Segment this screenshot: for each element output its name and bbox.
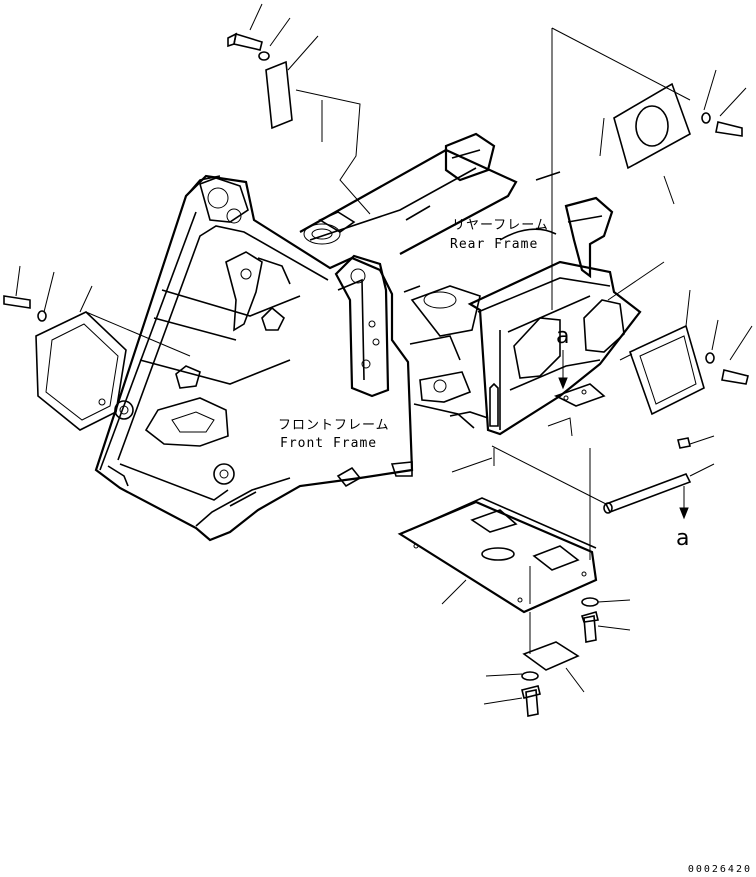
washer-icon <box>37 310 47 322</box>
front-frame-label-jp: フロントフレーム <box>278 418 390 433</box>
cover-plate-icon <box>265 60 293 130</box>
bolt-icon <box>525 689 539 717</box>
gasket-icon <box>613 82 691 170</box>
bolt-icon <box>677 437 691 449</box>
washer-icon <box>581 597 599 607</box>
support-rod-group <box>451 435 715 520</box>
front-frame-label-en: Front Frame <box>280 436 378 451</box>
callout-a-lower: a <box>676 526 690 551</box>
rear-frame-label-jp: リヤーフレーム <box>452 218 549 233</box>
cover-plate-icon <box>522 641 580 671</box>
bolt-icon <box>583 615 597 643</box>
bolt-icon <box>721 369 749 385</box>
bottom-guard-group <box>397 448 598 654</box>
callout-arrow-upper <box>547 350 606 437</box>
washer-icon <box>701 112 711 124</box>
drawing-code: 00026420 <box>687 864 752 875</box>
left-cover-group <box>3 265 191 431</box>
washer-icon <box>705 352 715 364</box>
washer-icon <box>521 671 539 681</box>
washer-icon <box>258 51 270 61</box>
top-left-cover-group <box>227 3 371 215</box>
cover-plate-icon <box>397 500 598 614</box>
cover-plate-icon <box>35 311 127 431</box>
rear-frame-label-en: Rear Frame <box>450 237 539 252</box>
small-plate-group <box>483 641 585 717</box>
bolt-icon <box>715 121 743 137</box>
rear-frame <box>299 132 642 436</box>
bolt-icon <box>3 295 31 309</box>
gasket-icon <box>629 324 705 416</box>
callout-a-upper: a <box>556 324 570 349</box>
right-cover-group <box>607 261 753 416</box>
right-lower-hardware <box>580 597 631 643</box>
front-frame <box>94 174 414 542</box>
top-right-gasket-group <box>551 27 747 310</box>
bolt-icon <box>233 32 263 51</box>
